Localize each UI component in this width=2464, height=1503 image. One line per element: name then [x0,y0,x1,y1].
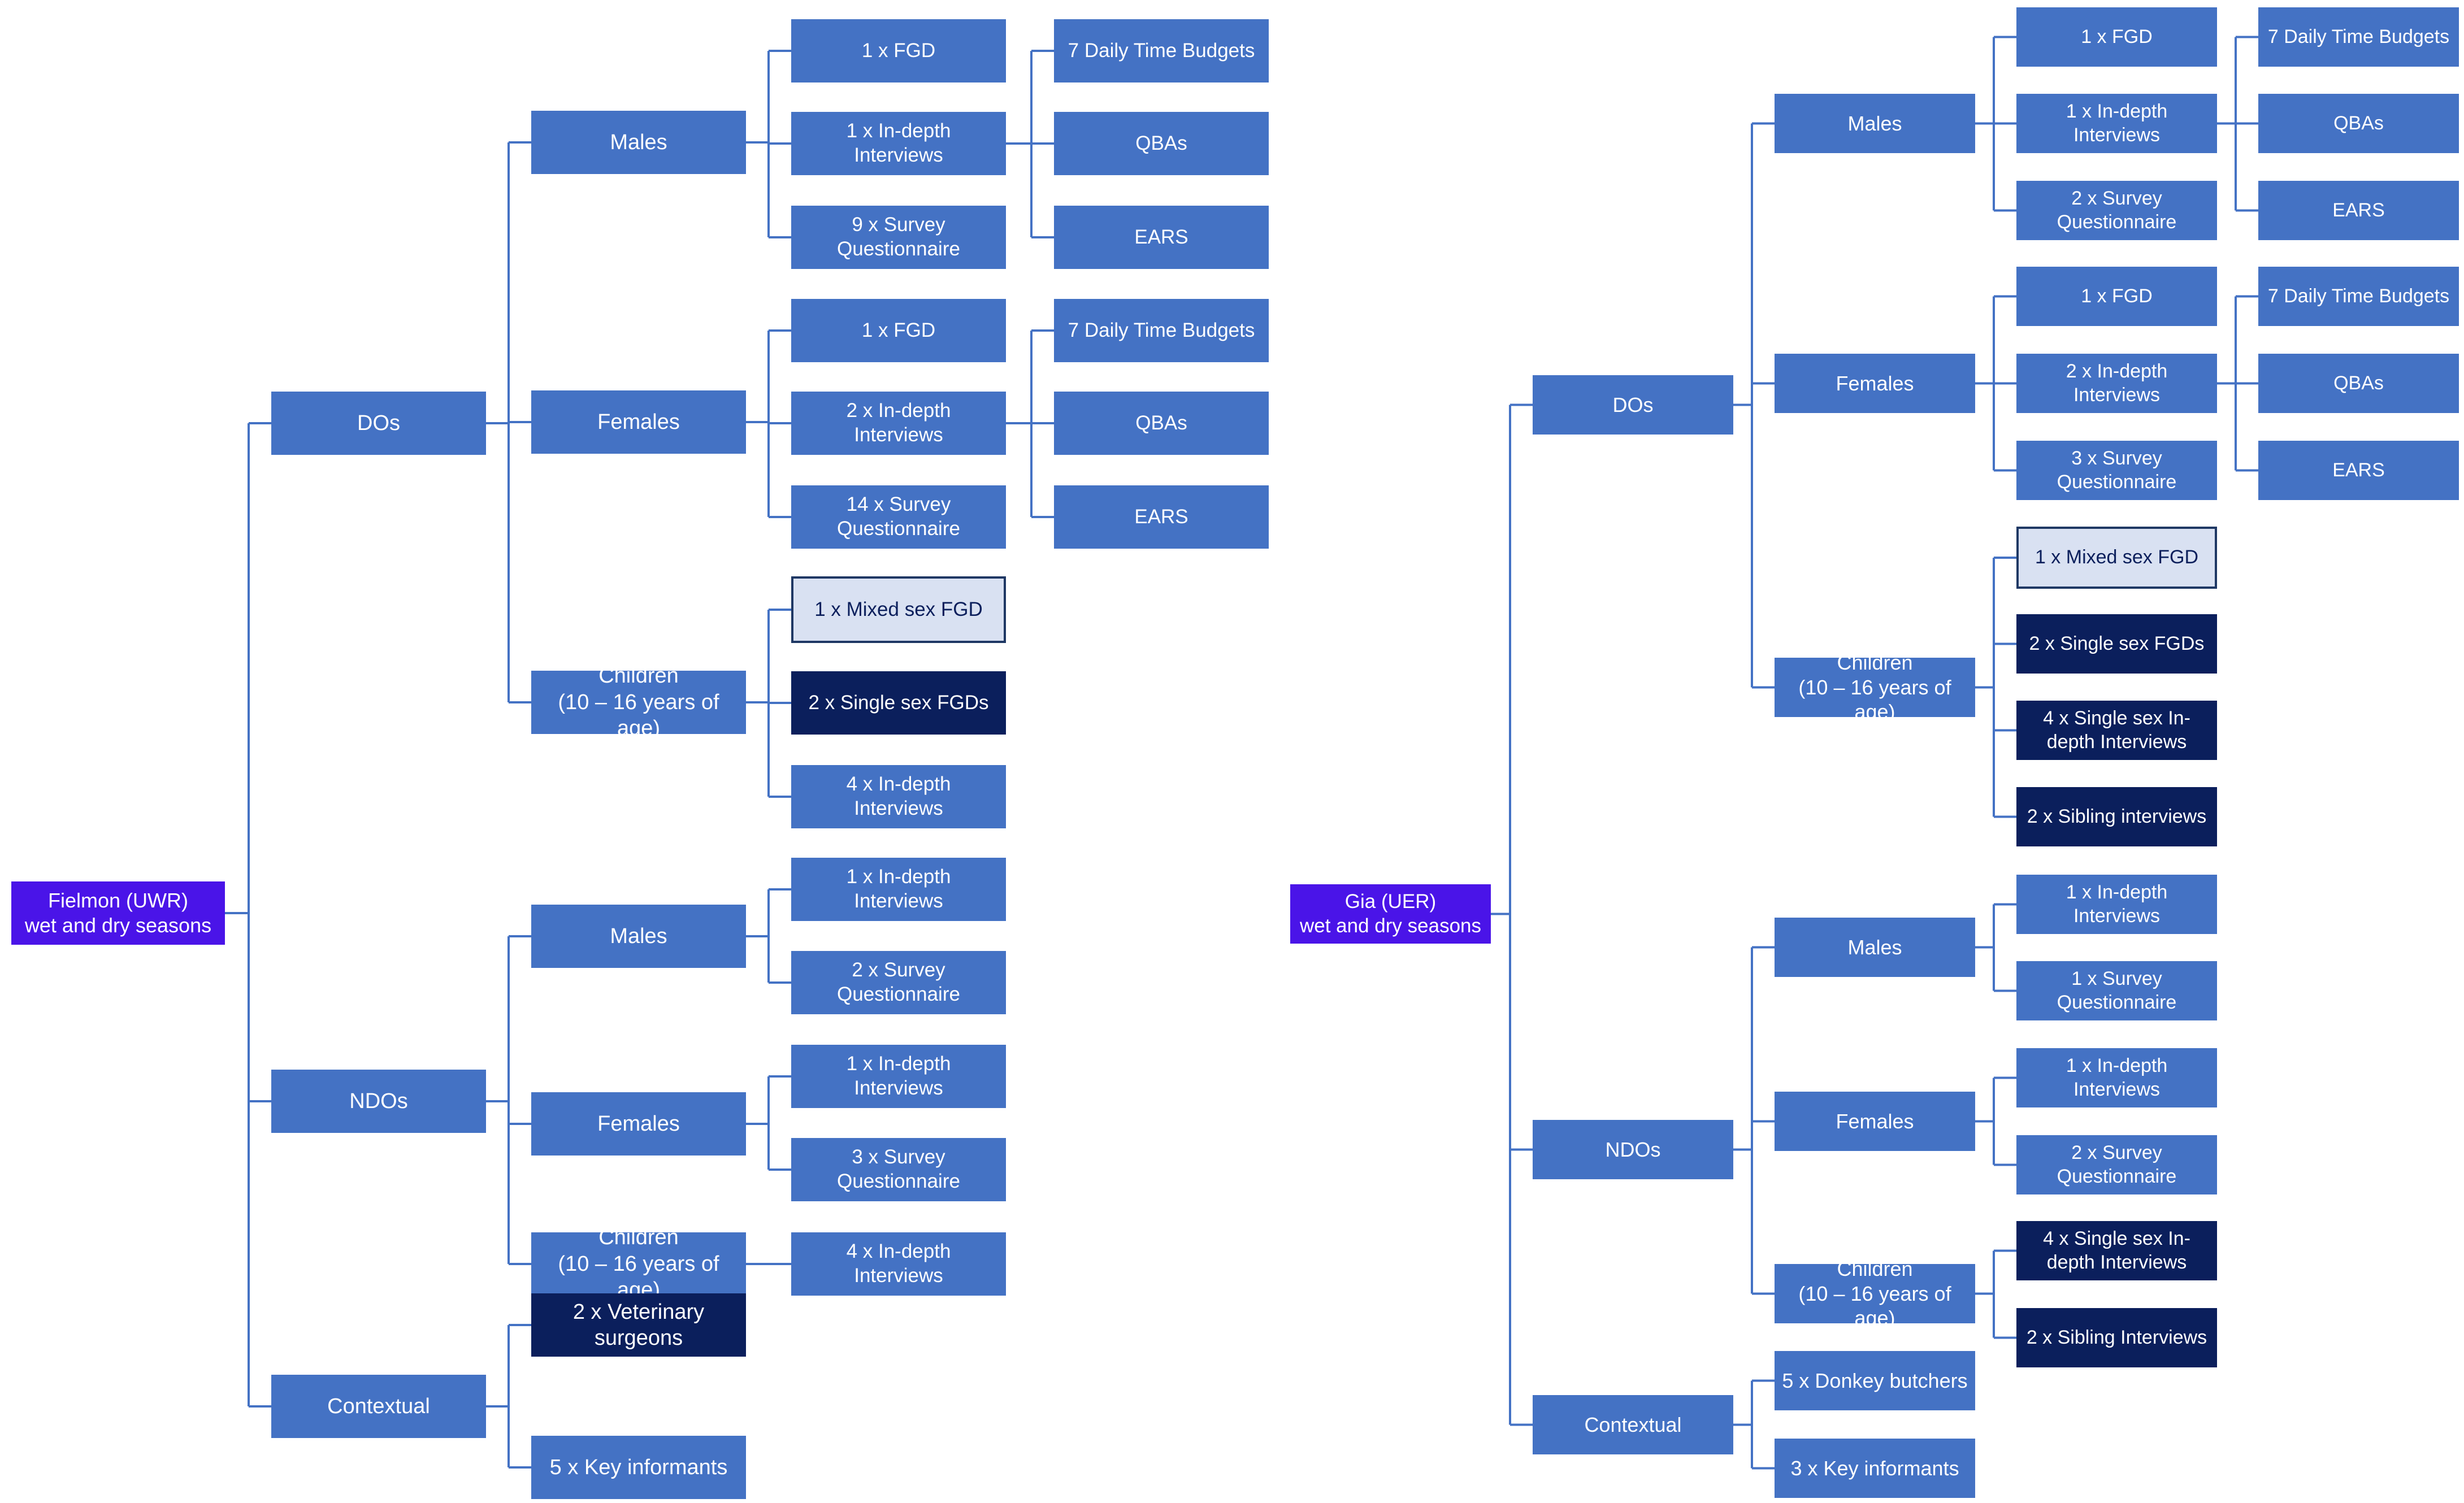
method-node: 4 x In-depth Interviews [791,1232,1006,1296]
subgroup-node: Females [1775,354,1975,413]
method-node: 2 x Sibling interviews [2016,787,2217,846]
subgroup-node: 5 x Donkey butchers [1775,1351,1975,1410]
method-node: 2 x Single sex FGDs [791,671,1006,735]
method-node: 2 x Single sex FGDs [2016,614,2217,674]
method-node: 2 x In-depth Interviews [2016,354,2217,413]
method-node: 2 x In-depth Interviews [791,392,1006,455]
method-node: 1 x Mixed sex FGD [2016,527,2217,589]
method-node: 2 x Sibling Interviews [2016,1308,2217,1367]
method-node: 9 x Survey Questionnaire [791,206,1006,269]
subgroup-node: 3 x Key informants [1775,1439,1975,1498]
subgroup-node: Males [531,905,746,968]
method-node: 4 x Single sex In- depth Interviews [2016,1221,2217,1280]
method-node: 1 x FGD [2016,267,2217,326]
root-node: Fielmon (UWR) wet and dry seasons [11,881,225,945]
subgroup-node: Children (10 – 16 years of age) [1775,651,1975,723]
method-node: 1 x In-depth Interviews [791,858,1006,921]
group-node: NDOs [271,1070,486,1133]
method-node: 4 x In-depth Interviews [791,765,1006,828]
subgroup-node: Children (10 – 16 years of age) [531,1226,746,1302]
tool-node: 7 Daily Time Budgets [2258,7,2459,67]
method-node: 1 x FGD [791,19,1006,82]
method-node: 2 x Survey Questionnaire [2016,181,2217,240]
subgroup-node: Males [1775,918,1975,977]
method-node: 1 x In-depth Interviews [791,1045,1006,1108]
method-node: 1 x Mixed sex FGD [791,576,1006,643]
tool-node: QBAs [2258,354,2459,413]
tool-node: EARS [2258,441,2459,500]
subgroup-node: Females [531,1092,746,1156]
subgroup-node: 2 x Veterinary surgeons [531,1293,746,1357]
method-node: 1 x Survey Questionnaire [2016,961,2217,1020]
method-node: 2 x Survey Questionnaire [2016,1135,2217,1194]
method-node: 1 x In-depth Interviews [2016,875,2217,934]
method-node: 3 x Survey Questionnaire [2016,441,2217,500]
method-node: 4 x Single sex In- depth Interviews [2016,701,2217,760]
method-node: 1 x FGD [2016,7,2217,67]
tool-node: EARS [2258,181,2459,240]
method-node: 1 x In-depth Interviews [791,112,1006,175]
group-node: NDOs [1533,1120,1733,1179]
method-node: 2 x Survey Questionnaire [791,951,1006,1014]
tool-node: QBAs [1054,392,1269,455]
subgroup-node: 5 x Key informants [531,1436,746,1499]
method-node: 14 x Survey Questionnaire [791,485,1006,549]
tool-node: QBAs [1054,112,1269,175]
root-node: Gia (UER) wet and dry seasons [1290,884,1491,944]
method-node: 3 x Survey Questionnaire [791,1138,1006,1201]
group-node: Contextual [1533,1395,1733,1454]
tool-node: QBAs [2258,94,2459,153]
group-node: DOs [271,392,486,455]
group-node: DOs [1533,375,1733,435]
subgroup-node: Males [1775,94,1975,153]
subgroup-node: Males [531,111,746,174]
tool-node: EARS [1054,206,1269,269]
tool-node: 7 Daily Time Budgets [1054,19,1269,82]
tool-node: 7 Daily Time Budgets [2258,267,2459,326]
tool-node: EARS [1054,485,1269,549]
method-node: 1 x In-depth Interviews [2016,94,2217,153]
subgroup-node: Children (10 – 16 years of age) [1775,1257,1975,1330]
subgroup-node: Females [1775,1092,1975,1151]
tool-node: 7 Daily Time Budgets [1054,299,1269,362]
method-node: 1 x In-depth Interviews [2016,1048,2217,1107]
method-node: 1 x FGD [791,299,1006,362]
subgroup-node: Children (10 – 16 years of age) [531,664,746,740]
group-node: Contextual [271,1375,486,1438]
subgroup-node: Females [531,390,746,454]
